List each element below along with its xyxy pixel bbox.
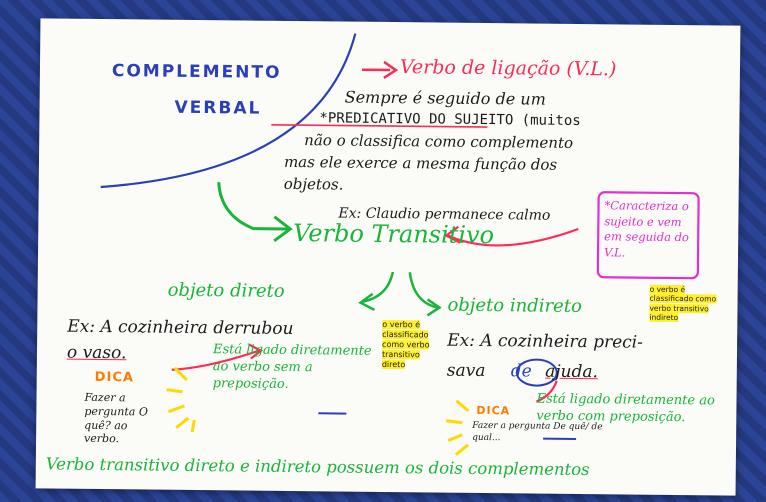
oi-example-object: ajuda. — [545, 361, 599, 383]
title-arc — [100, 33, 357, 189]
oi-example-prep: de — [510, 361, 532, 382]
diagram-lines — [100, 33, 700, 456]
vl-line4: mas ele exerce a mesma função dos — [283, 152, 558, 174]
dica2-label: DICA — [476, 403, 511, 418]
vl-line5: objetos. — [283, 174, 344, 194]
oi-arrow — [408, 272, 438, 309]
dica1-text: Fazer a pergunta O quê? ao verbo. — [84, 390, 148, 446]
title-line2: VERBAL — [174, 97, 262, 119]
title-line1: COMPLEMENTO — [111, 61, 282, 83]
od-mid-note: o verbo é classificado como verbo transi… — [381, 319, 439, 371]
predicativo-underline — [271, 123, 488, 128]
dica1-label: DICA — [94, 369, 135, 386]
dica2-text: Fazer a pergunta De quê/ de qual... — [472, 420, 603, 443]
od-label: objeto direto — [167, 279, 285, 302]
vl-heading: Verbo de ligação (V.L.) — [399, 56, 617, 81]
dica1-sparks — [166, 366, 196, 433]
vt-arrow — [217, 182, 289, 231]
oi-side-note: o verbo é classificado como verbo transi… — [649, 284, 727, 323]
vt-heading: Verbo Transitivo — [293, 219, 495, 250]
od-mid-note-text: o verbo é classificado como verbo transi… — [381, 319, 430, 370]
od-example-line1: Ex: A cozinheira derrubou — [67, 316, 294, 340]
vl-line1: Sempre é seguido de um — [344, 87, 546, 109]
note-box — [596, 191, 700, 280]
vl-line3: não o classifica como complemento — [304, 131, 574, 152]
oi-label: objeto indireto — [447, 294, 582, 318]
oi-side-note-text: o verbo é classificado como verbo transi… — [649, 284, 717, 323]
od-arrow — [362, 271, 395, 303]
od-connect: Está ligado diretamente ao verbo sem a p… — [212, 342, 372, 392]
od-connect-arrow — [171, 349, 260, 371]
study-card: COMPLEMENTO VERBAL Verbo de ligação (V.L… — [35, 18, 741, 496]
oi-example-line1: Ex: A cozinheira preci- — [447, 330, 644, 353]
oi-example-line2: sava de ajuda. — [446, 360, 599, 383]
oi-connect-arrow — [536, 380, 558, 403]
oi-example-verb: sava — [446, 360, 486, 382]
vl-line2: *PREDICATIVO DO SUJEITO (muitos — [319, 110, 581, 130]
de-circle — [515, 358, 558, 387]
od-example-line2: o vaso. — [66, 342, 127, 364]
example-arrow — [447, 227, 579, 247]
dica2-sparks — [446, 399, 470, 456]
vl-note: *Caracteriza o sujeito e vem em seguida … — [603, 198, 689, 260]
